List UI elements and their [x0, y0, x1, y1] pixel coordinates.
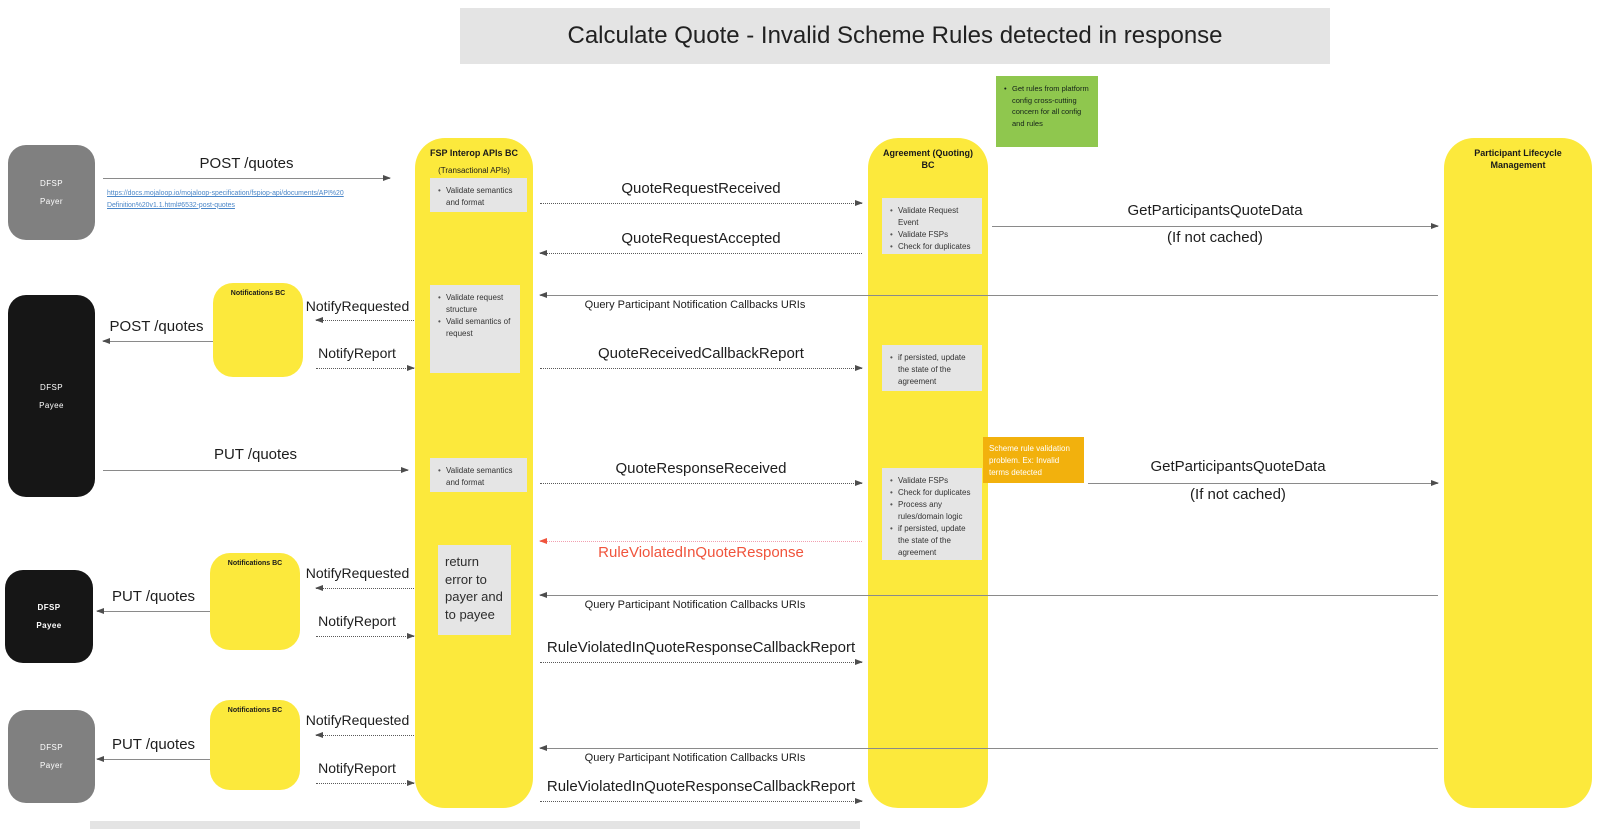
activity-validate-request-event: Validate Request Event Validate FSPs Che…: [882, 198, 982, 254]
arrow-put-quotes-3: [96, 756, 210, 762]
message-rule-violated: RuleViolatedInQuoteResponse: [598, 544, 804, 561]
actor-dfsp-payee-lower: DFSP Payee: [5, 570, 93, 663]
arrow-rule-violated: [539, 538, 862, 544]
arrow-get-participants-quote-data-2: [1088, 480, 1439, 486]
bullet-item: Validate request structure: [438, 292, 516, 316]
notifications-bc-label: Notifications BC: [227, 707, 283, 714]
message-notify-report-1: NotifyReport: [318, 345, 396, 361]
message-quote-request-received: QuoteRequestReceived: [621, 180, 781, 197]
lifeline-agreement-quoting-name: Agreement (Quoting) BC: [883, 148, 973, 170]
arrow-query-callbacks-2: [539, 592, 1438, 598]
arrow-post-quotes-1: [103, 175, 391, 181]
message-query-callbacks-2: Query Participant Notification Callbacks…: [584, 599, 806, 611]
arrow-put-quotes-2: [96, 608, 210, 614]
note-scheme-rule-violation: Scheme rule validation problem. Ex: Inva…: [983, 437, 1084, 483]
activity-validate-response: Validate FSPs Check for duplicates Proce…: [882, 468, 982, 560]
message-rule-violated-callback-report-1: RuleViolatedInQuoteResponseCallbackRepor…: [546, 639, 856, 656]
notifications-bc-label: Notifications BC: [230, 290, 286, 297]
bullet-item: if persisted, update the state of the ag…: [890, 523, 978, 559]
actor-label: DFSP: [40, 179, 63, 188]
arrow-notify-requested-3: [315, 732, 414, 738]
message-quote-request-accepted: QuoteRequestAccepted: [621, 230, 781, 247]
arrow-notify-requested-1: [315, 317, 414, 323]
arrow-query-callbacks-1: [539, 292, 1438, 298]
actor-label: DFSP: [37, 603, 61, 612]
bullet-item: Validate semantics and format: [438, 185, 523, 209]
actor-dfsp-payer-bottom: DFSP Payer: [8, 710, 95, 803]
activity-persist-agreement-state: if persisted, update the state of the ag…: [882, 345, 982, 391]
actor-dfsp-payer-top: DFSP Payer: [8, 145, 95, 240]
actor-label: DFSP: [40, 382, 63, 392]
bullet-item: Check for duplicates: [890, 241, 978, 253]
lifeline-participant-lifecycle-name: Participant Lifecycle Management: [1474, 148, 1562, 170]
activity-validate-semantics-2: Validate semantics and format: [430, 458, 527, 492]
arrow-notify-report-3: [316, 780, 415, 786]
message-quote-response-received: QuoteResponseReceived: [615, 460, 787, 477]
notifications-bc-box-1: Notifications BC: [213, 283, 303, 377]
notifications-bc-box-3: Notifications BC: [210, 700, 300, 790]
arrow-rule-violated-callback-report-2: [540, 798, 863, 804]
actor-label: Payer: [40, 761, 63, 770]
link-api-spec[interactable]: https://docs.mojaloop.io/mojaloop-specif…: [107, 190, 344, 209]
message-quote-received-callback-report: QuoteReceivedCallbackReport: [598, 345, 804, 362]
message-if-not-cached-1: (If not cached): [1167, 229, 1263, 246]
actor-dfsp-payee-middle: DFSP Payee: [8, 295, 95, 497]
bullet-item: Validate Request Event: [890, 205, 978, 229]
bullet-item: Process any rules/domain logic: [890, 499, 978, 523]
note-text: Get rules from platform config cross-cut…: [1004, 83, 1094, 130]
message-get-participants-quote-data-2: GetParticipantsQuoteData: [1150, 458, 1326, 475]
actor-label: Payee: [36, 621, 62, 630]
diagram-title: Calculate Quote - Invalid Scheme Rules d…: [460, 8, 1330, 64]
note-platform-config: Get rules from platform config cross-cut…: [996, 76, 1098, 147]
arrow-quote-response-received: [540, 480, 863, 486]
arrow-get-participants-quote-data-1: [992, 223, 1439, 229]
message-notify-requested-3: NotifyRequested: [305, 712, 410, 728]
message-put-quotes-1: PUT /quotes: [213, 446, 298, 463]
message-query-callbacks-1: Query Participant Notification Callbacks…: [584, 299, 806, 311]
arrow-notify-report-2: [316, 633, 415, 639]
message-put-quotes-3: PUT /quotes: [111, 736, 196, 753]
message-notify-report-3: NotifyReport: [318, 760, 396, 776]
actor-label: Payer: [40, 197, 63, 206]
arrow-put-quotes-1: [103, 467, 409, 473]
actor-label: DFSP: [40, 743, 63, 752]
bottom-partial-banner: [90, 821, 860, 829]
message-post-quotes-1: POST /quotes: [199, 155, 294, 172]
arrow-notify-requested-2: [315, 585, 414, 591]
notifications-bc-label: Notifications BC: [227, 560, 283, 567]
bullet-item: Validate FSPs: [890, 475, 978, 487]
message-rule-violated-callback-report-2: RuleViolatedInQuoteResponseCallbackRepor…: [546, 778, 856, 795]
message-notify-requested-2: NotifyRequested: [305, 565, 410, 581]
activity-validate-semantics-1: Validate semantics and format: [430, 178, 527, 212]
activity-return-error: return error to payer and to payee: [438, 545, 511, 635]
arrow-post-quotes-2: [102, 338, 213, 344]
message-post-quotes-2: POST /quotes: [109, 318, 204, 335]
lifeline-fsp-interop-subtitle: (Transactional APIs): [438, 165, 510, 175]
lifeline-fsp-interop-name: FSP Interop APIs BC: [429, 148, 518, 158]
bullet-item: Valid semantics of request: [438, 316, 516, 340]
bullet-item: Check for duplicates: [890, 487, 978, 499]
activity-validate-request-structure: Validate request structure Valid semanti…: [430, 285, 520, 373]
bullet-item: Validate semantics and format: [438, 465, 523, 489]
arrow-quote-request-accepted: [539, 250, 862, 256]
arrow-rule-violated-callback-report-1: [540, 659, 863, 665]
message-query-callbacks-3: Query Participant Notification Callbacks…: [584, 752, 806, 764]
message-notify-report-2: NotifyReport: [318, 613, 396, 629]
arrow-quote-received-callback-report: [540, 365, 863, 371]
bullet-item: Validate FSPs: [890, 229, 978, 241]
message-get-participants-quote-data-1: GetParticipantsQuoteData: [1127, 202, 1303, 219]
lifeline-participant-lifecycle: Participant Lifecycle Management: [1444, 138, 1592, 808]
arrow-notify-report-1: [316, 365, 415, 371]
bullet-item: if persisted, update the state of the ag…: [890, 352, 978, 388]
message-if-not-cached-2: (If not cached): [1190, 486, 1286, 503]
message-put-quotes-2: PUT /quotes: [111, 588, 196, 605]
arrow-query-callbacks-3: [539, 745, 1438, 751]
arrow-quote-request-received: [540, 200, 863, 206]
actor-label: Payee: [39, 400, 64, 410]
notifications-bc-box-2: Notifications BC: [210, 553, 300, 650]
message-notify-requested-1: NotifyRequested: [305, 298, 410, 314]
